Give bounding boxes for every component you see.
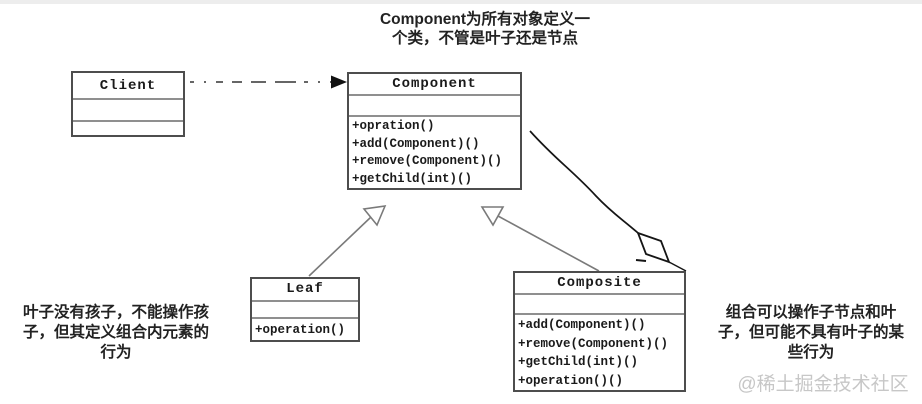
class-attributes-leaf <box>252 299 358 317</box>
class-title-leaf: Leaf <box>286 281 324 298</box>
method-item: +add(Component)() <box>518 318 646 332</box>
class-attributes-composite <box>515 292 684 313</box>
method-item: +remove(Component)() <box>518 336 669 351</box>
class-title-component: Component <box>392 75 477 92</box>
watermark-juejin-community: @稀土掘金技术社区 <box>737 374 909 395</box>
class-attributes-component <box>349 93 520 115</box>
generalization-line-composite <box>497 215 600 272</box>
method-item: +opration() <box>352 119 435 133</box>
class-box-leaf: Leaf +operation() <box>250 277 360 342</box>
class-box-component: Component +opration() +add(Component)() … <box>347 72 522 190</box>
class-title-composite: Composite <box>557 274 642 291</box>
note-leaf-description: 叶子没有孩子，不能操作孩 子，但其定义组合内元素的 行为 <box>22 304 209 361</box>
class-methods-composite: +add(Component)() +remove(Component)() +… <box>515 313 684 390</box>
class-box-composite: Composite +add(Component)() +remove(Comp… <box>513 271 686 392</box>
aggregation-line <box>529 130 639 234</box>
class-methods-component: +opration() +add(Component)() +remove(Co… <box>349 115 520 188</box>
generalization-triangle-icon-composite <box>480 206 505 227</box>
generalization-line-leaf <box>308 216 372 277</box>
small-dash-mark <box>635 259 647 262</box>
method-item: +remove(Component)() <box>352 154 503 168</box>
generalization-triangle-icon-leaf <box>362 205 387 227</box>
method-item: +getChild(int)() <box>518 355 639 369</box>
method-item: +operation()() <box>518 373 624 388</box>
note-component-description: Component为所有对象定义一 个类，不管是叶子还是节点 <box>379 11 591 47</box>
class-methods-leaf: +operation() <box>252 317 358 340</box>
top-gray-strip <box>0 0 922 4</box>
aggregation-line-tail <box>668 261 687 272</box>
method-item: +operation() <box>255 323 346 337</box>
note-composite-description: 组合可以操作子节点和叶 子，但可能不具有叶子的某 些行为 <box>717 304 904 361</box>
aggregation-diamond-icon <box>636 231 671 264</box>
class-title-client: Client <box>99 77 157 94</box>
class-methods-client <box>73 120 183 135</box>
method-item: +getChild(int)() <box>352 171 473 186</box>
dependency-arrowhead-icon <box>331 75 347 89</box>
class-attributes-client <box>73 98 183 120</box>
method-item: +add(Component)() <box>352 136 480 151</box>
class-box-client: Client <box>71 71 185 137</box>
